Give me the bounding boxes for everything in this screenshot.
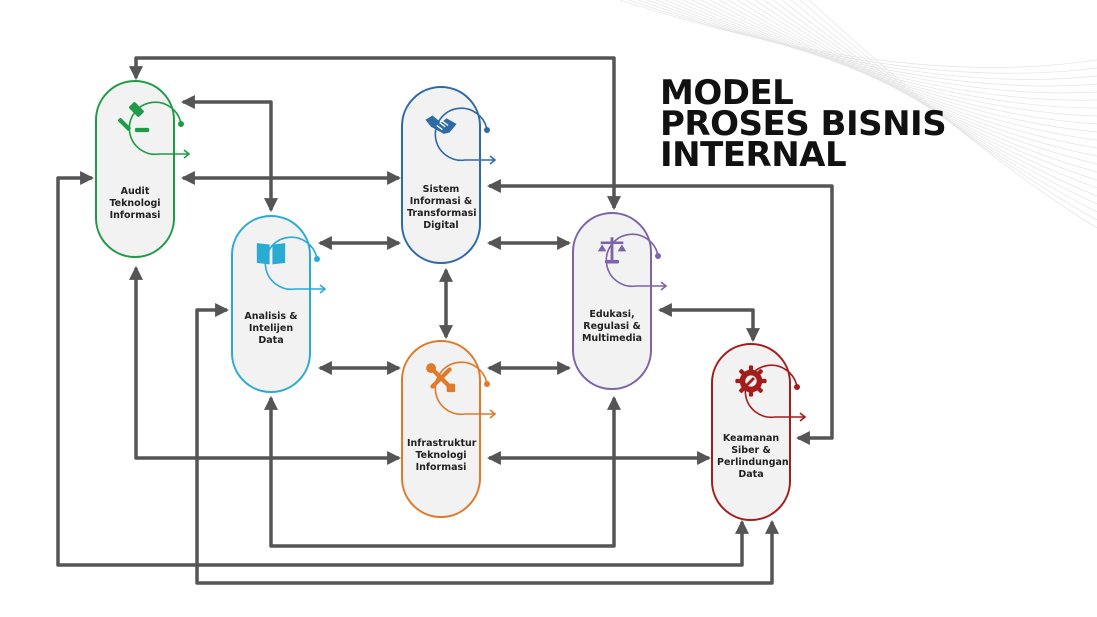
label-line: Transformasi <box>407 208 477 219</box>
node-decoration <box>605 233 668 291</box>
label-line: Siber & <box>731 445 771 456</box>
node-label: Audit Teknologi Informasi <box>101 186 169 222</box>
connector-audit-analisis <box>180 95 278 213</box>
background-line <box>637 0 1097 80</box>
node-edukasi-regulasi-multimedia[interactable]: Edukasi, Regulasi & Multimedia <box>572 212 668 390</box>
background-line <box>709 0 1097 141</box>
node-infrastruktur-teknologi-informasi[interactable]: Infrastruktur Teknologi Informasi <box>401 340 497 518</box>
label-line: Informasi <box>415 462 467 473</box>
node-label: Sistem Informasi & Transformasi Digital <box>407 184 477 232</box>
label-line: Sistem <box>422 184 460 195</box>
scale-icon <box>595 233 629 267</box>
node-audit-teknologi-informasi[interactable]: Audit Teknologi Informasi <box>95 80 191 258</box>
node-label: Analisis & Intelijen Data <box>237 311 305 347</box>
node-decoration <box>434 107 497 165</box>
background-line <box>754 0 1097 181</box>
label-line: Teknologi <box>415 450 467 461</box>
title-line-1: MODEL <box>660 73 794 113</box>
label-line: Informasi <box>109 210 161 221</box>
label-line: Teknologi <box>109 198 161 209</box>
background-line <box>628 0 1097 74</box>
node-label: Infrastruktur Teknologi Informasi <box>407 438 477 474</box>
background-line <box>781 0 1097 205</box>
label-line: Informasi & <box>409 196 473 207</box>
handshake-icon <box>424 107 458 141</box>
label-line: Analisis & <box>244 311 298 322</box>
label-line: Data <box>258 335 284 346</box>
gavel-icon <box>117 101 152 135</box>
book-icon <box>254 236 288 270</box>
background-line <box>718 0 1097 149</box>
label-line: Audit <box>120 186 150 197</box>
background-line <box>646 0 1097 87</box>
node-label: Edukasi, Regulasi & Multimedia <box>578 309 646 345</box>
node-decoration <box>128 101 191 159</box>
label-line: Infrastruktur <box>407 438 477 449</box>
label-line: Perlindungan <box>717 457 789 468</box>
background-line <box>745 0 1097 173</box>
label-line: Keamanan <box>722 433 780 444</box>
node-analisis-intelijen-data[interactable]: Analisis & Intelijen Data <box>231 215 327 393</box>
node-label: Keamanan Siber & Perlindungan Data <box>717 433 789 481</box>
background-line <box>808 0 1097 229</box>
connector-top-loop <box>129 56 621 211</box>
label-line: Regulasi & <box>583 321 641 332</box>
background-line <box>763 0 1097 189</box>
title-line-2: PROSES BISNIS <box>660 104 947 144</box>
label-line: Digital <box>423 220 459 231</box>
background-line <box>682 0 1097 117</box>
background-line <box>691 0 1097 125</box>
connector-edukasi-keamanan <box>657 303 760 343</box>
label-line: Edukasi, <box>589 309 635 320</box>
gear-wrench-icon <box>734 364 768 398</box>
background-line <box>664 0 1097 101</box>
label-line: Data <box>738 469 764 480</box>
title-line-3: INTERNAL <box>660 135 847 175</box>
node-sistem-informasi-transformasi-digital[interactable]: Sistem Informasi & Transformasi Digital <box>401 86 497 264</box>
background-line <box>736 0 1097 165</box>
node-keamanan-siber-perlindungan-data[interactable]: Keamanan Siber & Perlindungan Data <box>711 343 807 521</box>
background-line <box>772 0 1097 197</box>
background-line <box>673 0 1097 109</box>
background-line <box>727 0 1097 157</box>
background-line <box>700 0 1097 133</box>
label-line: Multimedia <box>581 333 643 344</box>
connector-analisis-keamanan-outer <box>195 303 779 585</box>
tools-icon <box>424 361 458 395</box>
label-line: Intelijen <box>248 323 294 334</box>
background-line <box>619 0 1097 68</box>
page-title: MODEL PROSES BISNIS INTERNAL <box>660 73 1090 175</box>
background-line <box>655 0 1097 94</box>
connector-audit-keamanan-outer <box>56 171 749 567</box>
